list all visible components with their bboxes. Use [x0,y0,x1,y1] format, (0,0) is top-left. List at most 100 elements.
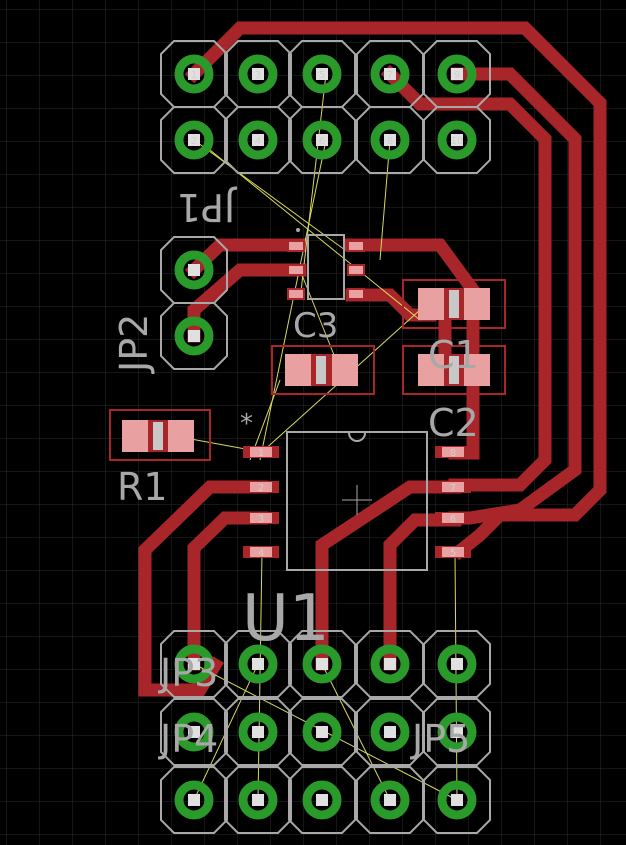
pin-outline [356,106,424,174]
header-pin [288,766,356,834]
header-pin [423,630,491,698]
pin-hole [188,68,200,80]
u1-pin-number: 5 [450,548,456,559]
header-pin [224,698,292,766]
pin-number: 2 [191,136,197,147]
jp1-label: JP1 [177,185,237,229]
pin-ring [370,644,410,684]
header-pin: 8 [356,106,424,174]
pin-hole [384,134,396,146]
trace-pin7-jp [315,480,462,671]
pin-outline [224,630,292,698]
trace-pin2-left [138,480,269,697]
pin-hole [451,794,463,806]
pin-outline [288,698,356,766]
u1-pin-number: 2 [258,483,264,494]
header-pin [160,766,228,834]
pin-ring [302,712,342,752]
sot-chip [287,228,365,300]
header-pin: 10 [423,106,491,174]
trace-pin1-top [184,21,607,561]
header-pin [160,236,228,304]
pin-hole [451,134,463,146]
pin-number: 10 [451,136,464,147]
pin-outline [224,106,292,174]
pin-ring [238,120,278,160]
u1-pad-inner [442,513,464,523]
pin-ring [302,780,342,820]
airwire [299,269,341,371]
pin-hole [451,658,463,670]
airwire [379,139,391,261]
c3-pad-left [285,354,311,386]
chip-pad [287,240,305,252]
pin-hole [316,134,328,146]
header-pin [356,630,424,698]
u1-pin-number: 4 [258,548,264,559]
pin-hole [188,264,200,276]
c1-capacitor [402,279,506,329]
r1-resistor [109,409,211,461]
pin-number: 1 [191,70,197,81]
pin-hole [188,658,200,670]
c1-core [449,290,459,318]
c2-label: C2 [428,401,479,445]
pin-number: 4 [255,136,261,147]
c1-outline [402,279,506,329]
pin-number: 6 [319,136,325,147]
pin-number: 5 [319,70,325,81]
c2-outline [402,345,506,395]
pin-hole [252,68,264,80]
c1-pad-right [464,288,490,320]
pin-outline [356,630,424,698]
pin-hole [316,658,328,670]
pin-outline [356,766,424,834]
pin-outline [160,698,228,766]
c3-outline [271,345,375,395]
header-pin [160,302,228,370]
c2-pad-left [418,354,444,386]
trace-pin7-right [380,64,552,492]
c1-label: C1 [428,333,479,377]
jp4-label: JP4 [158,717,218,761]
pin-number: 9 [454,70,460,81]
pin-ring [238,780,278,820]
header-pin [288,630,356,698]
header-pin [160,630,228,698]
pin-outline [288,766,356,834]
header-pin [224,766,292,834]
pin-hole [451,68,463,80]
pin-ring [174,644,214,684]
header-pin [356,698,424,766]
pin-ring [174,250,214,290]
airwire [193,139,346,251]
pin-ring [437,712,477,752]
pin-ring [302,120,342,160]
r1-outline [109,409,211,461]
chip-pad [347,240,365,252]
pin-ring [174,316,214,356]
pin-hole [252,658,264,670]
pin-hole [316,794,328,806]
pin-hole [188,134,200,146]
pin-ring [437,54,477,94]
pin-number: 7 [387,70,393,81]
c2-capacitor [402,345,506,395]
pin-ring [437,780,477,820]
jp3-label: JP3 [158,651,218,695]
pin-hole [252,794,264,806]
r1-pad-right [168,420,194,452]
header-pin: 4 [224,106,292,174]
pin-hole [188,330,200,342]
header-pin: 6 [288,106,356,174]
pin-outline [356,698,424,766]
pin-hole [384,726,396,738]
chip-pin1-dot [296,228,300,232]
u1-notch [348,432,366,442]
pin-hole [384,68,396,80]
u1-pad-inner [442,447,464,457]
pin-ring [174,780,214,820]
pin-hole [316,726,328,738]
